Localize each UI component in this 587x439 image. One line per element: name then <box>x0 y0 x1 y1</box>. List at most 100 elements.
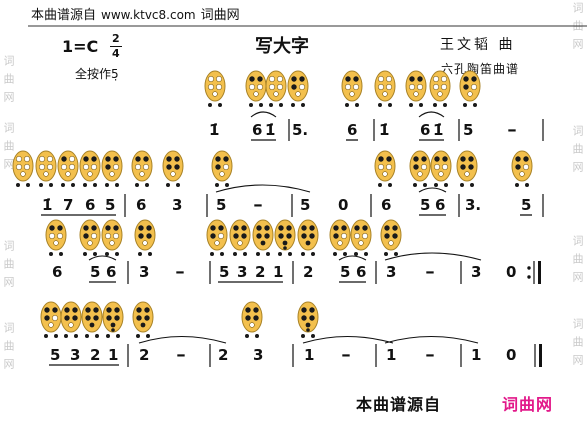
tie <box>302 335 394 344</box>
note: 5 <box>463 121 474 139</box>
ocarina-fingering-icon <box>297 219 319 257</box>
note: 2 <box>303 263 314 281</box>
note: 6 <box>52 263 63 281</box>
note: 6 <box>435 196 446 214</box>
sustain-dash: - <box>253 196 263 214</box>
note: 7 <box>63 196 74 214</box>
watermark-text: 词曲网 <box>571 2 584 56</box>
ocarina-fingering-icon <box>341 70 363 108</box>
ocarina-fingering-icon <box>81 301 103 339</box>
score-row-3: 6 5 6 3 - 5 3 2 1 2 5 6 3 - 3 0 <box>0 264 587 282</box>
note: 3 <box>253 346 264 364</box>
ocarina-fingering-icon <box>287 70 309 108</box>
slur <box>338 255 367 261</box>
source-site-name: 词曲网 <box>200 8 240 23</box>
ocarina-fingering-icon <box>134 219 156 257</box>
ocarina-fingering-icon <box>206 219 228 257</box>
thick-barline <box>539 344 542 367</box>
ocarina-fingering-icon <box>265 70 287 108</box>
note: 2 <box>218 346 229 364</box>
ocarina-fingering-icon <box>131 150 153 188</box>
ocarina-fingering-icon <box>456 150 478 188</box>
note: 1 <box>471 346 482 364</box>
ocarina-fingering-icon <box>297 301 319 339</box>
ocarina-fingering-icon <box>79 219 101 257</box>
beams <box>41 139 532 366</box>
note: 5 <box>105 196 116 214</box>
end-repeat-sign <box>527 261 541 284</box>
ocarina-fingering-icon <box>374 70 396 108</box>
source-label: 本曲谱源自 <box>31 8 97 23</box>
note: 1 <box>108 346 119 364</box>
note: 6 <box>106 263 117 281</box>
note: 3. <box>465 196 482 214</box>
note: 5 <box>420 196 431 214</box>
rest: 0 <box>506 263 517 281</box>
note: 5 <box>521 196 532 214</box>
ocarina-fingering-icon <box>132 301 154 339</box>
score-row-2: 1̇ 7 6 5 6 3 5 - 5 0 6 5 6 3. 5 <box>0 197 587 215</box>
ocarina-fingering-icon <box>211 150 233 188</box>
note: 3 <box>471 263 482 281</box>
slur <box>250 111 277 118</box>
note: 5 <box>90 263 101 281</box>
key-signature: 1=C <box>62 37 99 56</box>
watermark-text: 词曲网 <box>2 240 15 294</box>
slur <box>418 111 445 118</box>
source-header: 本曲谱源自 www.ktvc8.com 词曲网 <box>31 7 240 24</box>
slur <box>88 255 117 261</box>
note: 1̇ <box>379 121 390 139</box>
watermark-text: 词曲网 <box>2 55 15 109</box>
ocarina-fingering-icon <box>102 301 124 339</box>
composer: 王文韬 曲 <box>440 37 516 53</box>
ocarina-fingering-icon <box>409 150 431 188</box>
tie <box>384 335 479 344</box>
sustain-dash: - <box>507 121 517 139</box>
tie <box>215 184 311 193</box>
ocarina-fingering-icon <box>405 70 427 108</box>
note: 1 <box>304 346 315 364</box>
ocarina-fingering-icon <box>12 150 34 188</box>
rest: 0 <box>506 346 517 364</box>
ocarina-fingering-icon <box>162 150 184 188</box>
ocarina-fingering-icon <box>101 150 123 188</box>
score-row-4: 5 3 2 1 2 - 2 3 1 - 1 - 1 0 <box>0 347 587 365</box>
note: 1 <box>273 263 284 281</box>
watermark-text: 词曲网 <box>571 235 584 289</box>
barlines <box>124 119 544 367</box>
sustain-dash: - <box>425 263 435 281</box>
ties-and-slurs <box>88 111 482 344</box>
note: 1̇ <box>265 121 276 139</box>
note: 5 <box>216 196 227 214</box>
final-barline <box>534 344 542 367</box>
footer-site-link[interactable]: 词曲网 <box>502 395 554 414</box>
ocarina-fingering-icon <box>241 301 263 339</box>
song-title: 写大字 <box>255 36 309 57</box>
ocarina-fingering-icon <box>329 219 351 257</box>
tie <box>138 335 227 344</box>
ocarina-fingering-icon <box>252 219 274 257</box>
ocarina-fingering-icon <box>40 301 62 339</box>
time-signature-top: 2 <box>110 32 122 47</box>
note: 3 <box>139 263 150 281</box>
ocarina-fingering-icon <box>430 150 452 188</box>
ocarina-fingering-icon <box>229 219 251 257</box>
note: 6 <box>85 196 96 214</box>
note: 6 <box>252 121 263 139</box>
note: 1̇ <box>42 196 53 214</box>
slur <box>418 187 447 193</box>
ocarina-fingering-icon <box>57 150 79 188</box>
time-signature: 2 4 <box>110 33 122 60</box>
fingering-note: 全按作5̣ <box>75 67 119 81</box>
ocarina-fingering-icon <box>79 150 101 188</box>
ocarina-fingering-icon <box>429 70 451 108</box>
ocarina-fingering-icon <box>374 150 396 188</box>
instrument-label: 六孔陶笛曲谱 <box>441 62 520 76</box>
rest: 0 <box>338 196 349 214</box>
note: 3 <box>70 346 81 364</box>
tie <box>384 252 482 261</box>
ocarina-fingering-icon <box>60 301 82 339</box>
source-url-link[interactable]: www.ktvc8.com <box>101 8 196 22</box>
watermark-text: 词曲网 <box>571 125 584 179</box>
